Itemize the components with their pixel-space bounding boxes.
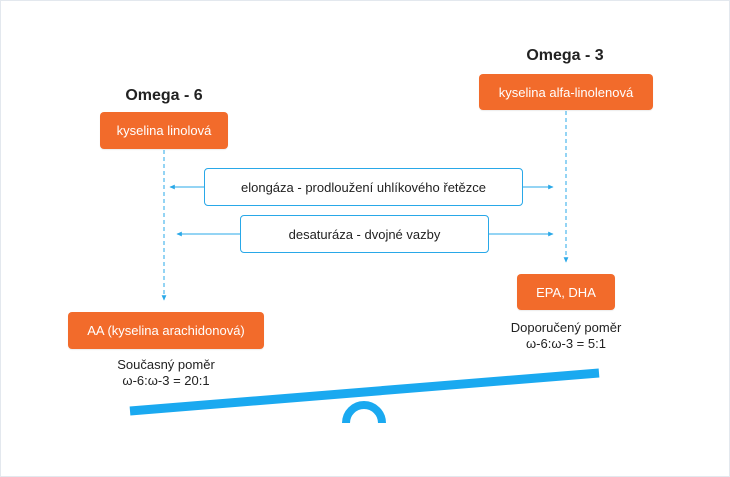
current-ratio: Současný poměr ω-6:ω-3 = 20:1 [96,357,236,389]
omega6-heading: Omega - 6 [125,87,203,104]
recommended-ratio: Doporučený poměr ω-6:ω-3 = 5:1 [496,320,636,352]
elongation-box: elongáza - prodloužení uhlíkového řetězc… [204,168,523,206]
omega3-heading: Omega - 3 [526,47,604,64]
omega6-source-box: kyselina linolová [100,112,228,149]
recommended-ratio-label: Doporučený poměr [510,320,622,335]
seesaw-beam [129,368,600,416]
recommended-ratio-value: ω-6:ω-3 = 5:1 [526,336,606,351]
seesaw-fulcrum [342,401,386,424]
desaturation-box: desaturáza - dvojné vazby [240,215,489,253]
omega3-source-box: kyselina alfa-linolenová [479,74,653,110]
current-ratio-label: Současný poměr [117,357,215,372]
current-ratio-value: ω-6:ω-3 = 20:1 [122,373,210,388]
omega6-product-box: AA (kyselina arachidonová) [68,312,264,349]
omega3-product-box: EPA, DHA [517,274,615,310]
